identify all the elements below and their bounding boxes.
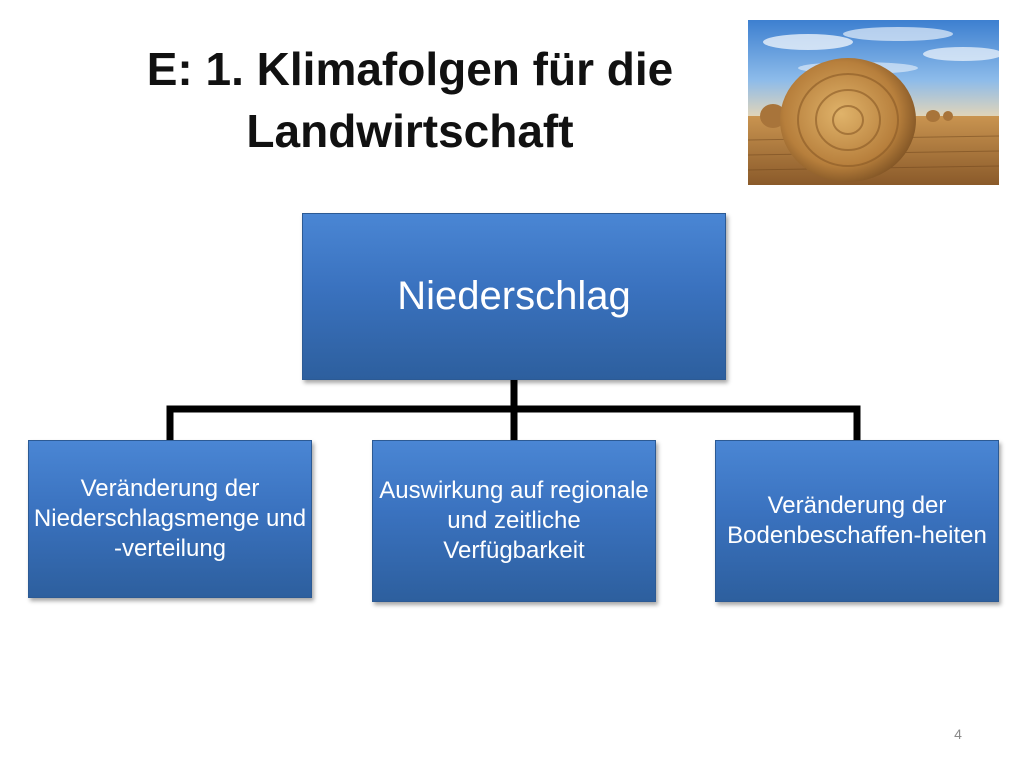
node-bodenbeschaffenheiten-label: Veränderung der Bodenbeschaffen-heiten [727,492,987,549]
node-niederschlagsmenge: Veränderung der Niederschlagsmenge und -… [28,440,312,598]
slide-title: E: 1. Klimafolgen für die Landwirtschaft [146,43,674,157]
node-niederschlag: Niederschlag [302,213,726,380]
node-verfuegbarkeit-label: Auswirkung auf regionale und zeitliche V… [379,477,649,564]
node-niederschlag-label: Niederschlag [397,274,631,318]
node-niederschlagsmenge-label: Veränderung der Niederschlagsmenge und -… [33,475,307,562]
node-bodenbeschaffenheiten: Veränderung der Bodenbeschaffen-heiten [715,440,999,602]
hay-bale-field-photo-icon [748,20,999,185]
page-number: 4 [954,726,962,742]
node-verfuegbarkeit: Auswirkung auf regionale und zeitliche V… [372,440,656,602]
